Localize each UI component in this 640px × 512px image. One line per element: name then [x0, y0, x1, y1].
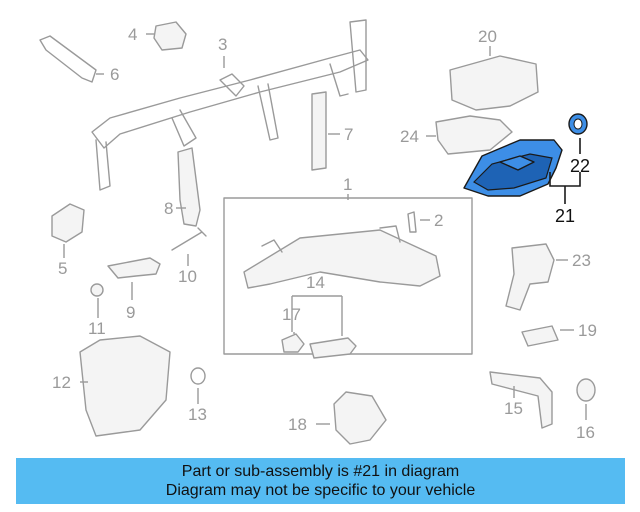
ring-part-13: [190, 367, 206, 385]
banner-line-disclaimer: Diagram may not be specific to your vehi…: [165, 482, 476, 499]
callout-14: 14: [306, 273, 325, 292]
callout-1: 1: [343, 175, 352, 194]
plate-part-7: [311, 91, 327, 171]
callout-19: 19: [578, 321, 597, 340]
bolt-part-10: [171, 227, 207, 251]
switch-part-23: [505, 243, 555, 311]
leader-lines: [63, 33, 587, 425]
banner-line-part-number: Part or sub-assembly is #21 in diagram: [181, 463, 460, 480]
callout-10: 10: [178, 267, 197, 286]
bracket-part-8: [177, 147, 201, 227]
callout-13: 13: [188, 405, 207, 424]
parts-diagram: 1 2 3 4 5 6 7 8 9 10 11 12 13 14 15 16 1…: [39, 19, 597, 445]
knee-bolster-part-12: [79, 335, 171, 437]
steering-column-part-1: [243, 225, 441, 289]
callout-2: 2: [434, 211, 443, 230]
callout-17: 17: [282, 305, 301, 324]
callout-15: 15: [504, 399, 523, 418]
upper-shroud-part-20: [449, 55, 539, 111]
callout-4: 4: [128, 25, 137, 44]
callout-23: 23: [572, 251, 591, 270]
bracket-part-6: [39, 35, 97, 83]
highlight-leaders: [549, 138, 581, 204]
callout-8: 8: [164, 199, 173, 218]
washer-part-16: [576, 378, 596, 402]
callout-22: 22: [570, 156, 590, 176]
lever-part-9: [107, 257, 161, 279]
callout-20: 20: [478, 27, 497, 46]
callout-16: 16: [576, 423, 595, 442]
callout-24: 24: [400, 127, 419, 146]
bracket-part-18: [333, 391, 387, 445]
callout-6: 6: [110, 65, 119, 84]
screw-part-2: [407, 211, 417, 233]
bushing-part-17: [281, 333, 305, 353]
callout-5: 5: [58, 259, 67, 278]
lower-shroud-part-21: [463, 139, 563, 197]
cross-car-beam-part: [91, 19, 369, 191]
lock-cylinder-part-15: [489, 371, 553, 429]
callout-11: 11: [88, 319, 106, 338]
callout-7: 7: [344, 125, 353, 144]
switch-part-24: [435, 115, 513, 155]
callout-9: 9: [126, 303, 135, 322]
callout-18: 18: [288, 415, 307, 434]
grommet-part-22: [568, 113, 588, 135]
callout-12: 12: [52, 373, 71, 392]
clip-part-4: [153, 21, 187, 51]
tag-part-19: [521, 325, 559, 347]
callout-3: 3: [218, 35, 227, 54]
callout-21: 21: [555, 206, 575, 226]
part-info-banner: Part or sub-assembly is #21 in diagram D…: [16, 458, 625, 504]
nut-part-11: [90, 283, 104, 297]
shaft-part-14: [309, 337, 357, 359]
pad-part-5: [51, 203, 85, 243]
